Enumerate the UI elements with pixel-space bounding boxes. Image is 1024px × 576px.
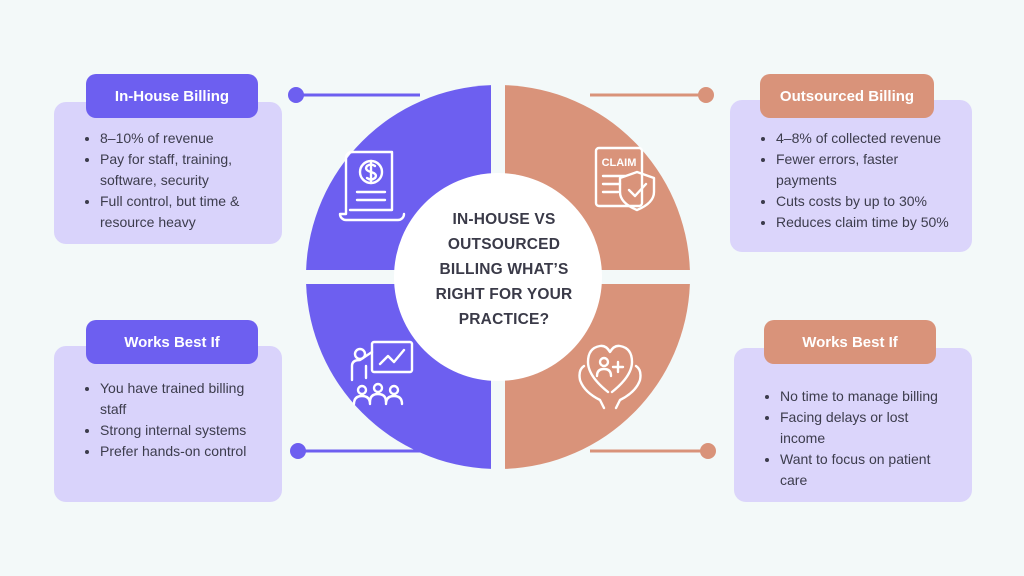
- svg-text:CLAIM: CLAIM: [602, 157, 637, 169]
- teaching-team-icon: [350, 340, 414, 406]
- in-house-best-list: You have trained billing staff Strong in…: [86, 378, 264, 462]
- connector-top-right: [590, 87, 714, 103]
- dollar-invoice-icon: [338, 150, 406, 222]
- center-title: IN-HOUSE VS OUTSOURCED BILLING WHAT’S RI…: [435, 211, 573, 328]
- center-circle: [394, 173, 602, 381]
- claim-shield-icon: CLAIM: [594, 146, 656, 212]
- list-item: You have trained billing staff: [100, 378, 264, 420]
- list-item: 4–8% of collected revenue: [776, 128, 954, 149]
- in-house-best-card: You have trained billing staff Strong in…: [54, 346, 282, 502]
- list-item: Pay for staff, training, software, secur…: [100, 149, 264, 191]
- list-item: Cuts costs by up to 30%: [776, 191, 954, 212]
- in-house-best-tag: Works Best If: [86, 320, 258, 364]
- list-item: Facing delays or lost income: [780, 407, 954, 449]
- outsourced-best-card: No time to manage billing Facing delays …: [734, 348, 972, 502]
- list-item: Prefer hands-on control: [100, 441, 264, 462]
- list-item: Fewer errors, faster payments: [776, 149, 954, 191]
- list-item: Full control, but time & resource heavy: [100, 191, 264, 233]
- list-item: Want to focus on patient care: [780, 449, 954, 491]
- connector-bottom-right: [590, 443, 716, 459]
- outsourced-best-tag: Works Best If: [764, 320, 936, 364]
- list-item: Strong internal systems: [100, 420, 264, 441]
- connector-bottom-left: [290, 443, 420, 459]
- in-house-list: 8–10% of revenue Pay for staff, training…: [86, 128, 264, 233]
- outsourced-best-list: No time to manage billing Facing delays …: [766, 386, 954, 491]
- outsourced-tag: Outsourced Billing: [760, 74, 934, 118]
- in-house-card: 8–10% of revenue Pay for staff, training…: [54, 102, 282, 244]
- outsourced-card: 4–8% of collected revenue Fewer errors, …: [730, 100, 972, 252]
- in-house-tag: In-House Billing: [86, 74, 258, 118]
- patient-care-hands-icon: [578, 344, 642, 410]
- list-item: Reduces claim time by 50%: [776, 212, 954, 233]
- list-item: 8–10% of revenue: [100, 128, 264, 149]
- outsourced-list: 4–8% of collected revenue Fewer errors, …: [762, 128, 954, 233]
- list-item: No time to manage billing: [780, 386, 954, 407]
- connector-top-left: [288, 87, 420, 103]
